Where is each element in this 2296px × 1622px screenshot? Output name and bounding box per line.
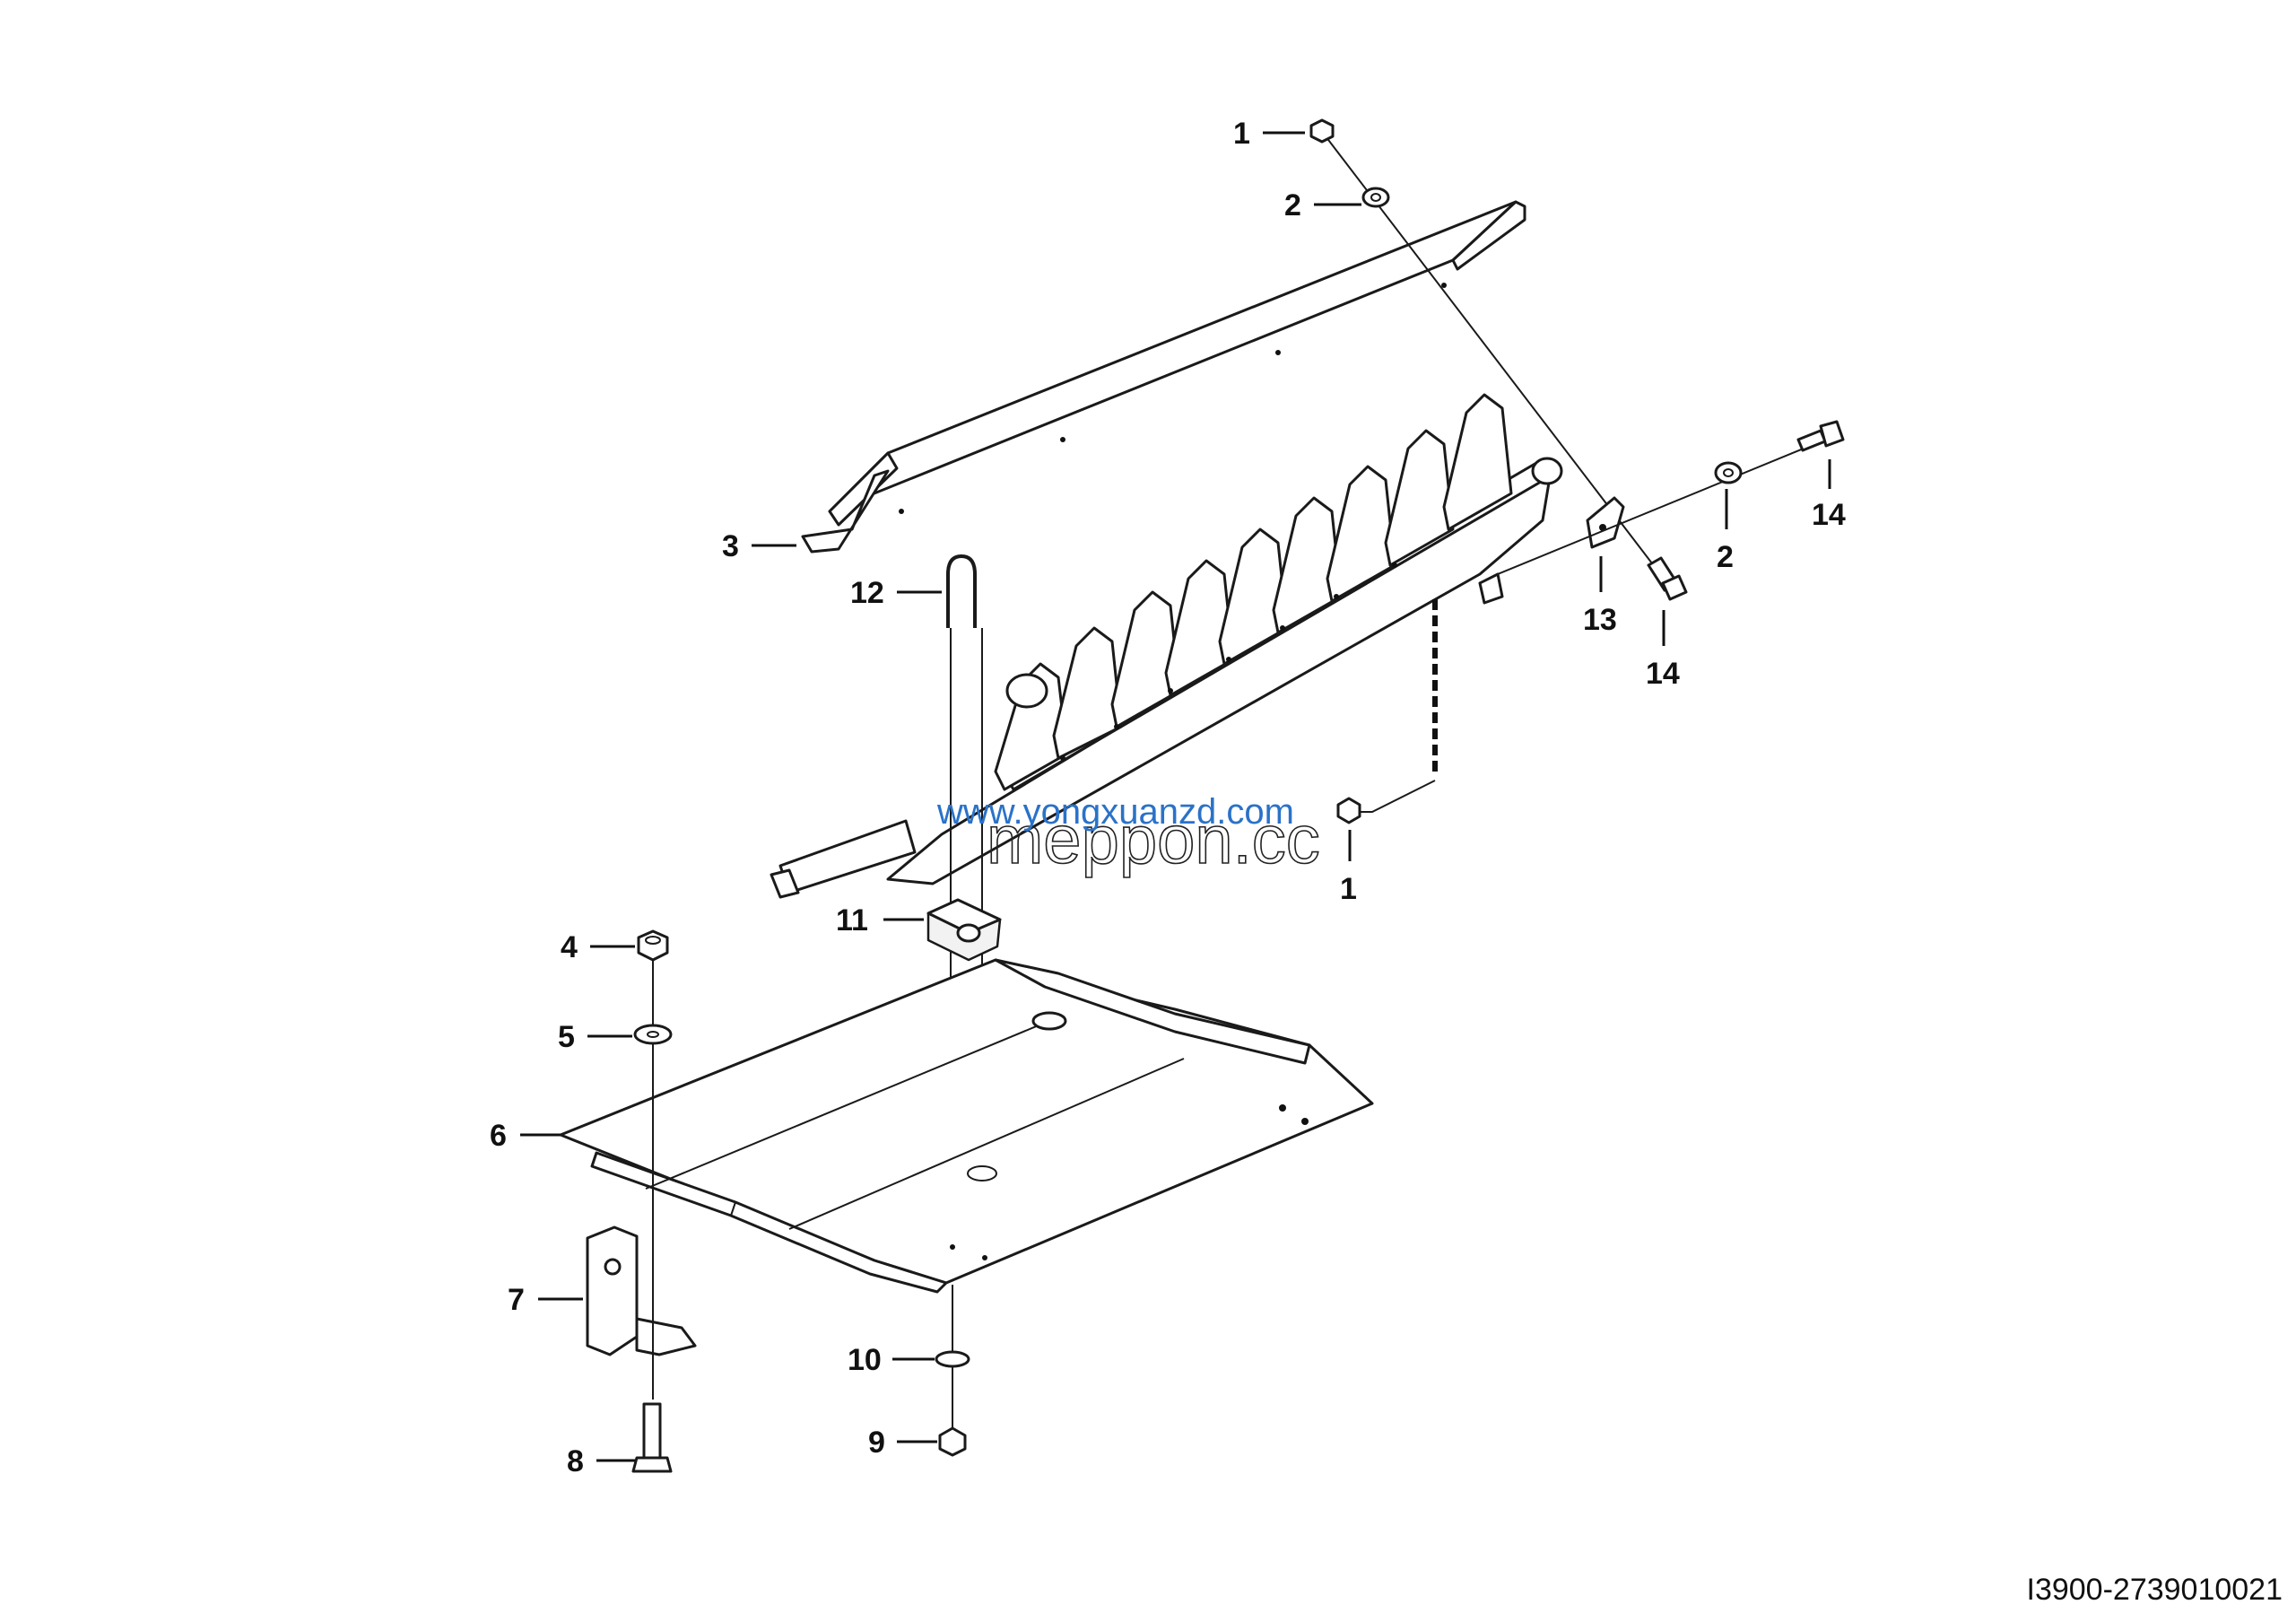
callout-14-right: 14 bbox=[1812, 498, 1846, 532]
callout-13: 13 bbox=[1583, 603, 1617, 637]
callout-2-right: 2 bbox=[1717, 540, 1734, 574]
part-2-washer-top bbox=[1361, 187, 1390, 208]
callout-12: 12 bbox=[850, 576, 884, 610]
part-8-bolt bbox=[631, 1402, 673, 1473]
callout-2-top: 2 bbox=[1284, 188, 1301, 222]
drawing-code: I3900-2739010021 bbox=[2027, 1573, 2283, 1607]
part-13-bracket bbox=[1586, 496, 1625, 549]
callout-6: 6 bbox=[490, 1119, 507, 1153]
part-3-top-bar bbox=[801, 200, 1526, 554]
part-14-bolt-right bbox=[1796, 420, 1845, 452]
watermark-yongxuanzd: www.yongxuanzd.com bbox=[936, 792, 1294, 832]
part-1-leader-lower bbox=[1350, 780, 1436, 813]
assembly-line-right bbox=[1492, 437, 1831, 577]
callout-9: 9 bbox=[868, 1426, 885, 1460]
part-1-nut-top bbox=[1309, 118, 1335, 144]
part-9-nut bbox=[938, 1426, 967, 1457]
callout-8: 8 bbox=[567, 1444, 584, 1478]
callout-labels: 1 2 3 12 14 2 13 14 1 4 11 5 6 7 10 8 9 bbox=[490, 117, 1846, 1478]
part-14-bolt-lower bbox=[1647, 556, 1688, 601]
callout-5: 5 bbox=[558, 1020, 575, 1054]
callout-1-lower: 1 bbox=[1340, 872, 1357, 906]
part-6-base-plate bbox=[559, 958, 1374, 1294]
part-1-nut-lower bbox=[1336, 797, 1361, 824]
callout-1-top: 1 bbox=[1233, 117, 1250, 151]
part-2-washer-right bbox=[1714, 461, 1743, 484]
callout-3: 3 bbox=[722, 529, 739, 563]
callout-14-lower: 14 bbox=[1646, 657, 1680, 691]
ladder-bracket-assembly bbox=[770, 393, 1563, 899]
part-7-mounting-bracket bbox=[586, 1225, 697, 1356]
part-10-washer bbox=[935, 1350, 970, 1368]
callout-7: 7 bbox=[508, 1283, 525, 1317]
watermark-meppon: meppon.cc bbox=[987, 802, 1320, 878]
callout-11: 11 bbox=[836, 903, 868, 937]
part-11-clamp-block bbox=[926, 898, 1002, 962]
callout-4: 4 bbox=[561, 930, 578, 964]
part-4-nut bbox=[637, 929, 669, 962]
part-5-washer bbox=[633, 1024, 673, 1045]
callout-10: 10 bbox=[848, 1343, 882, 1377]
callout-leaders bbox=[520, 131, 1831, 1462]
